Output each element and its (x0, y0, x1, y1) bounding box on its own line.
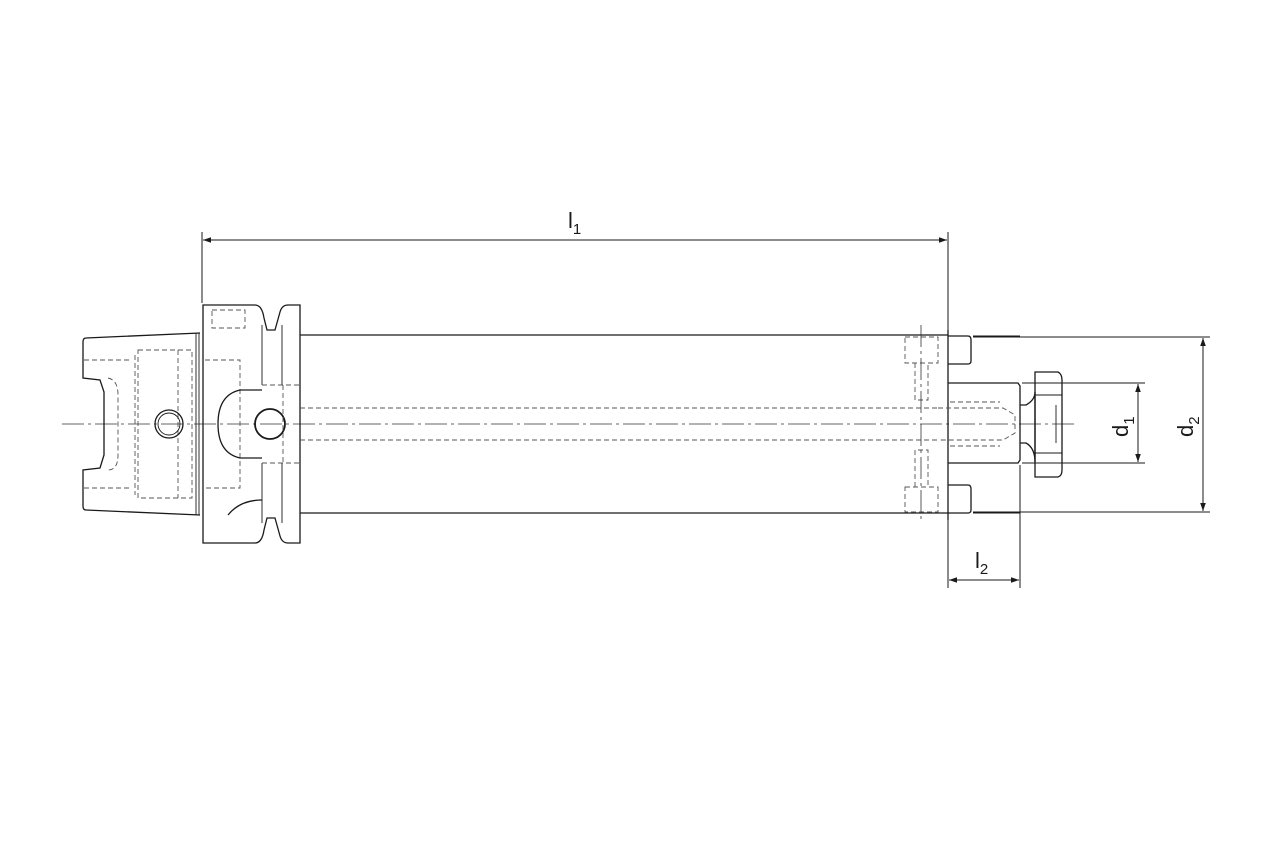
dimension-d2: d2 (973, 336, 1210, 513)
dimension-l1: l1 (201, 208, 949, 330)
dimension-label-d1: d1 (1108, 416, 1138, 437)
dimension-label-l1: l1 (568, 208, 581, 238)
flange (202, 304, 301, 544)
dimension-label-d2: d2 (1173, 416, 1203, 437)
taper-cone (82, 332, 241, 516)
dimension-l2: l2 (947, 465, 1021, 588)
front-end (904, 325, 1063, 522)
dimension-d1: d1 (1022, 382, 1145, 464)
dimension-label-l2: l2 (975, 548, 988, 578)
shank-body (300, 330, 949, 520)
